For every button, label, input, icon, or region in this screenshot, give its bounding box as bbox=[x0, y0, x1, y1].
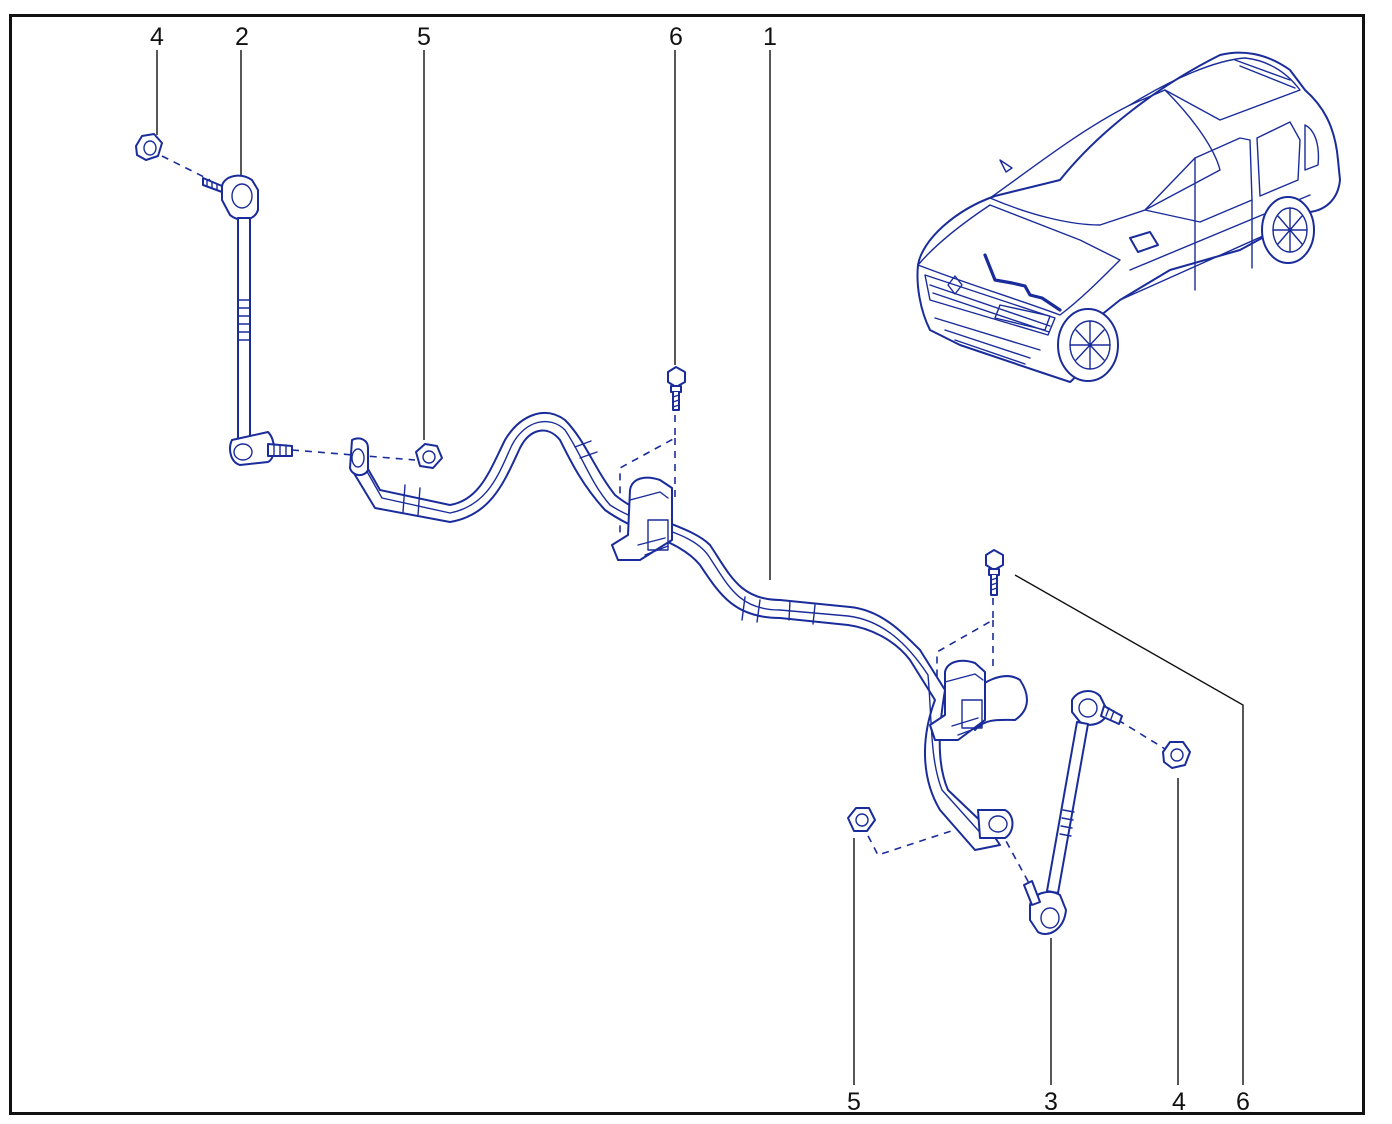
diagram-frame bbox=[9, 14, 1365, 1115]
bracket-bolt-top bbox=[667, 366, 686, 411]
bar-end-nut-top bbox=[415, 443, 443, 469]
callout-6-top: 6 bbox=[669, 23, 683, 51]
callout-4-bottom: 4 bbox=[1172, 1088, 1186, 1116]
left-bracket bbox=[611, 476, 673, 561]
callout-4-top: 4 bbox=[150, 23, 164, 51]
link-nut-bottom bbox=[1162, 741, 1191, 769]
bar-end-nut-bottom bbox=[847, 807, 876, 832]
bracket-bolt-bottom bbox=[985, 549, 1004, 596]
callout-5-bottom: 5 bbox=[847, 1088, 861, 1116]
leader-lines bbox=[156, 50, 1244, 1085]
callout-6-bottom: 6 bbox=[1236, 1088, 1250, 1116]
callout-2: 2 bbox=[235, 23, 249, 51]
right-stabilizer-link bbox=[1023, 690, 1123, 935]
callout-labels: 4 2 5 6 1 5 3 4 6 bbox=[150, 23, 1250, 1116]
link-nut-top bbox=[135, 133, 163, 161]
right-bracket bbox=[929, 659, 986, 741]
left-stabilizer-link bbox=[202, 174, 293, 466]
vehicle-location-illustration bbox=[916, 51, 1341, 383]
callout-5-top: 5 bbox=[417, 23, 431, 51]
callout-3: 3 bbox=[1044, 1088, 1058, 1116]
stabilizer-bar bbox=[349, 411, 1028, 851]
callout-1: 1 bbox=[763, 23, 777, 51]
